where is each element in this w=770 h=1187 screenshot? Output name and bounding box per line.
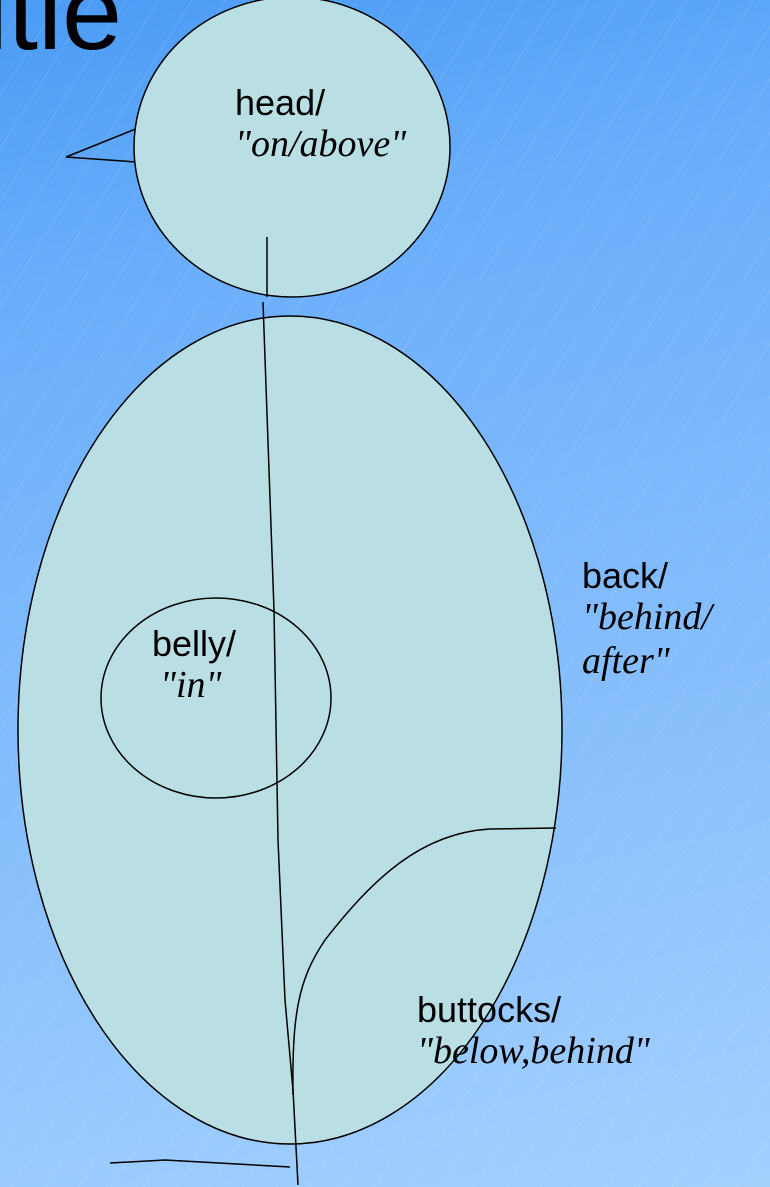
buttocks-label: buttocks/ "below,behind": [417, 989, 650, 1074]
buttocks-label-name: buttocks/: [417, 989, 650, 1030]
head-label-name: head/: [235, 82, 406, 123]
head-label-gloss: "on/above": [235, 123, 406, 167]
back-label: back/ "behind/ after": [582, 555, 712, 684]
belly-label-gloss: "in": [160, 664, 236, 708]
back-label-name: back/: [582, 555, 712, 596]
head-label: head/ "on/above": [235, 82, 406, 167]
belly-label: belly/ "in": [152, 623, 236, 708]
feet-line: [110, 1160, 290, 1167]
back-label-gloss-line1: "behind/: [582, 596, 712, 640]
buttocks-label-gloss: "below,behind": [417, 1030, 650, 1074]
belly-label-name: belly/: [152, 623, 236, 664]
beak-shape: [66, 128, 138, 162]
back-label-gloss-line2: after": [582, 640, 712, 684]
